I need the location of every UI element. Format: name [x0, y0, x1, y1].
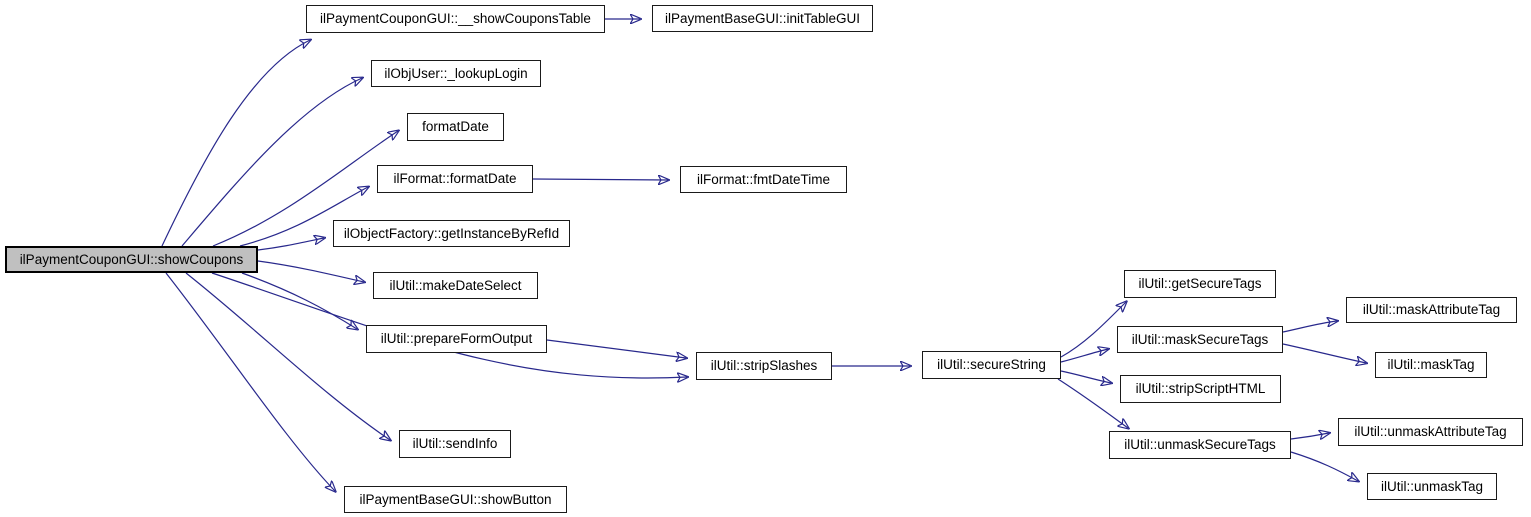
node-secureString[interactable]: ilUtil::secureString	[922, 351, 1061, 379]
edge-showCoupons-makeDateSelect	[257, 260, 364, 282]
edge-maskSecureTags-maskAttributeTag	[1282, 321, 1337, 333]
edge-unmaskSecureTags-unmaskTag	[1290, 451, 1358, 481]
node-makeDateSelect[interactable]: ilUtil::makeDateSelect	[373, 272, 538, 299]
node-prepareFormOutput[interactable]: ilUtil::prepareFormOutput	[366, 325, 547, 353]
edge-maskSecureTags-maskTag	[1282, 343, 1366, 363]
node-showCouponsTable[interactable]: ilPaymentCouponGUI::__showCouponsTable	[306, 5, 605, 33]
node-formatDate[interactable]: formatDate	[407, 113, 504, 141]
edge-showCoupons-prepareFormOutput	[241, 272, 357, 329]
edge-showCoupons-ilFormatFormatDate	[239, 187, 368, 247]
node-initTableGUI[interactable]: ilPaymentBaseGUI::initTableGUI	[652, 5, 873, 32]
node-unmaskTag[interactable]: ilUtil::unmaskTag	[1367, 473, 1497, 500]
edge-unmaskSecureTags-unmaskAttributeTag	[1290, 433, 1329, 439]
edge-showCoupons-formatDate	[212, 131, 398, 247]
node-showCoupons: ilPaymentCouponGUI::showCoupons	[5, 246, 258, 273]
edge-showCoupons-showCouponsTable	[161, 40, 310, 247]
edge-showCoupons-showButton	[165, 272, 335, 491]
edge-ilFormatFormatDate-fmtDateTime	[532, 179, 668, 180]
node-fmtDateTime[interactable]: ilFormat::fmtDateTime	[680, 166, 847, 193]
node-maskAttributeTag[interactable]: ilUtil::maskAttributeTag	[1346, 297, 1517, 323]
edge-secureString-maskSecureTags	[1060, 349, 1108, 363]
node-maskTag[interactable]: ilUtil::maskTag	[1375, 352, 1487, 378]
node-ilFormat-formatDate[interactable]: ilFormat::formatDate	[377, 165, 533, 193]
node-lookupLogin[interactable]: ilObjUser::_lookupLogin	[371, 60, 541, 87]
edge-secureString-stripScriptHTML	[1060, 370, 1111, 383]
edge-prepareFormOutput-stripSlashes	[546, 339, 686, 358]
edge-showCoupons-getInstanceByRefId	[257, 238, 324, 251]
node-stripSlashes[interactable]: ilUtil::stripSlashes	[696, 352, 832, 380]
edge-secureString-getSecureTags	[1060, 302, 1126, 358]
node-sendInfo[interactable]: ilUtil::sendInfo	[399, 430, 511, 458]
node-getSecureTags[interactable]: ilUtil::getSecureTags	[1124, 270, 1276, 298]
node-stripScriptHTML[interactable]: ilUtil::stripScriptHTML	[1120, 375, 1281, 403]
edge-showCoupons-sendInfo	[185, 272, 390, 440]
node-getInstanceByRefId[interactable]: ilObjectFactory::getInstanceByRefId	[333, 220, 570, 247]
node-unmaskSecureTags[interactable]: ilUtil::unmaskSecureTags	[1109, 431, 1291, 459]
node-maskSecureTags[interactable]: ilUtil::maskSecureTags	[1117, 326, 1283, 353]
node-showButton[interactable]: ilPaymentBaseGUI::showButton	[344, 486, 567, 513]
edge-showCoupons-lookupLogin	[181, 78, 362, 247]
edge-secureString-unmaskSecureTags	[1057, 378, 1128, 428]
node-unmaskAttributeTag[interactable]: ilUtil::unmaskAttributeTag	[1338, 418, 1523, 446]
